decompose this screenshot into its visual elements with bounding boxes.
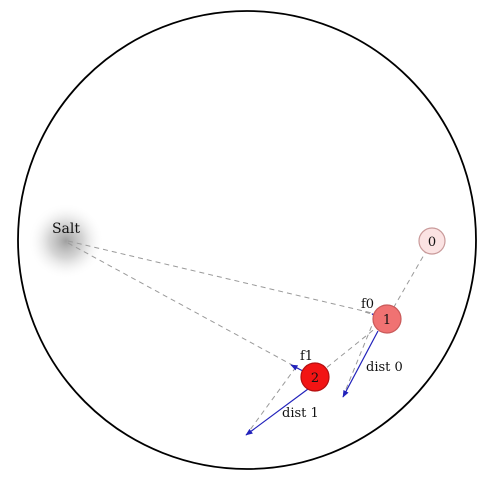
boundary-circle	[17, 10, 477, 470]
force-label-0: f0	[361, 297, 374, 312]
distance-arrow-0	[342, 330, 379, 398]
salt-gradient	[28, 203, 104, 279]
node0-to-node1-line	[386, 240, 433, 320]
node-1-label: 1	[383, 313, 391, 328]
node1-parallel-guide-a	[343, 317, 376, 395]
distance-label-1: dist 1	[282, 406, 319, 421]
distance-arrow-1	[245, 388, 309, 436]
salt-label: Salt	[52, 221, 80, 237]
node1-to-node2-line	[314, 318, 388, 378]
salt-to-node1-line	[67, 240, 373, 314]
salt-to-node2-line	[67, 242, 295, 367]
node-2-label: 2	[311, 371, 319, 386]
node2-parallel-guide-a	[246, 366, 297, 435]
node-0: 0	[418, 227, 446, 255]
node-0-circle	[418, 227, 446, 255]
node-1: 1	[372, 304, 402, 334]
distance-label-0: dist 0	[366, 360, 403, 375]
node-2: 2	[300, 362, 330, 392]
force-label-1: f1	[300, 349, 313, 364]
node-2-circle	[300, 362, 330, 392]
node-0-label: 0	[428, 235, 436, 250]
dashed-guides	[67, 240, 433, 435]
node-1-circle	[372, 304, 402, 334]
